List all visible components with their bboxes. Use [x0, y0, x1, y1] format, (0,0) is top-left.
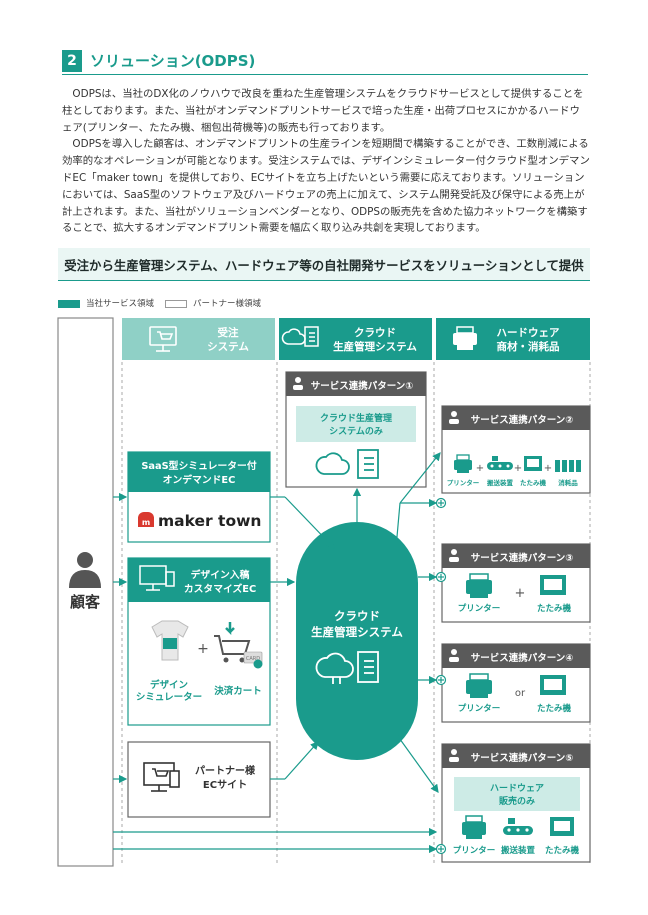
- conveyor-icon-p2: [487, 456, 513, 470]
- banner-text: 受注から生産管理システム、ハードウェア等の自社開発サービスをソリューションとして…: [64, 258, 584, 273]
- printer-icon-p3: [466, 573, 492, 598]
- svg-text:+: +: [544, 463, 552, 474]
- cart-icon: CARD: [214, 622, 263, 669]
- monitor-cart-icon-design: [139, 565, 175, 591]
- printer-icon-p4: [466, 673, 492, 698]
- maker-town-logo-text: maker town: [158, 512, 261, 530]
- printer-icon-p2: [454, 454, 472, 473]
- folding-machine-icon-p4: [540, 675, 566, 695]
- monitor-cart-icon-partner: [143, 762, 180, 792]
- column-order-header: [122, 318, 275, 360]
- printer-icon-p5: [462, 815, 486, 839]
- svg-text:+: +: [514, 463, 522, 474]
- folding-machine-icon-p5: [550, 817, 574, 836]
- hw-header-line1: ハードウェア: [497, 327, 560, 339]
- legend-partner-label: パートナー様領域: [193, 299, 262, 309]
- order-header-line2: システム: [207, 341, 249, 353]
- cloud-checklist-icon-center: [315, 651, 379, 684]
- pattern4-folder: たたみ機: [537, 703, 572, 714]
- section-heading: 2 ソリューション(ODPS): [62, 50, 588, 75]
- person-icon-p4: [449, 649, 459, 662]
- person-icon-p2: [449, 411, 459, 424]
- cloud-checklist-icon: [281, 326, 319, 347]
- legend-own-swatch: [58, 299, 80, 308]
- person-icon-p5: [449, 749, 459, 762]
- folding-machine-icon-p3: [540, 575, 566, 595]
- column-cloud-header: [279, 318, 432, 360]
- design-cart-label: 決済カート: [214, 685, 262, 697]
- customer-label: 顧客: [70, 593, 101, 611]
- partner-ec-box: [127, 741, 271, 818]
- person-icon-p1: [293, 377, 303, 390]
- svg-text:+: +: [515, 586, 526, 601]
- hw-header-line2: 商材・消耗品: [497, 340, 560, 353]
- pattern3-folder: たたみ機: [537, 603, 572, 614]
- pattern5-printer: プリンター: [453, 845, 496, 856]
- legend-partner-swatch: [165, 299, 187, 308]
- design-sim-line1: デザイン: [150, 679, 188, 691]
- diagram-banner: 受注から生産管理システム、ハードウェア等の自社開発サービスをソリューションとして…: [58, 248, 590, 281]
- tshirt-icon: [151, 620, 189, 661]
- pattern5-sub-box: [454, 777, 580, 811]
- partner-ec-line2: ECサイト: [203, 779, 247, 791]
- design-title-line1: デザイン入稿: [191, 568, 250, 581]
- folding-machine-icon-p2: [524, 456, 542, 471]
- svg-text:+: +: [197, 641, 209, 657]
- pattern5-title: サービス連携パターン⑤: [471, 752, 574, 764]
- cloud-header-line2: 生産管理システム: [333, 340, 417, 353]
- svg-text:+: +: [476, 463, 484, 474]
- legend-own-label: 当社サービス領域: [86, 299, 155, 309]
- paragraph-1: ODPSは、当社のDX化のノウハウで改良を重ねた生産管理システムをクラウドサービ…: [62, 88, 584, 134]
- pattern4-or: or: [515, 688, 526, 699]
- saas-title-line1: SaaS型シミュレーター付: [141, 459, 257, 472]
- legend-own: 当社サービス領域: [58, 297, 154, 309]
- pattern4-printer: プリンター: [458, 703, 501, 714]
- pattern1-title: サービス連携パターン①: [311, 380, 414, 392]
- design-title-line2: カスタマイズEC: [184, 582, 256, 595]
- svg-text:m: m: [142, 518, 150, 527]
- customer-box: [57, 317, 114, 867]
- person-icon: [69, 552, 101, 588]
- center-cloud-system: [296, 522, 418, 760]
- card-label: CARD: [246, 656, 260, 662]
- pattern2-consumables: 消耗品: [558, 478, 578, 487]
- order-header-line1: 受注: [218, 326, 239, 339]
- pattern1-sub-box: [296, 406, 416, 442]
- pattern2-folder: たたみ機: [520, 478, 547, 487]
- cloud-header-line1: クラウド: [354, 327, 396, 339]
- saas-title-line2: オンデマンドEC: [163, 473, 236, 486]
- design-sim-line2: シミュレーター: [136, 691, 202, 703]
- printer-icon: [453, 326, 477, 350]
- center-line2: 生産管理システム: [311, 625, 403, 639]
- pattern2-title: サービス連携パターン②: [471, 414, 574, 426]
- consumables-icon-p2: [555, 460, 581, 472]
- monitor-cart-icon: [149, 326, 177, 352]
- legend-partner: パートナー様領域: [165, 297, 261, 309]
- pattern5-sub-line2: 販売のみ: [499, 795, 535, 807]
- section-title: ソリューション(ODPS): [90, 52, 256, 70]
- pattern2-conveyor: 搬送装置: [487, 478, 514, 487]
- section-number: 2: [62, 50, 82, 72]
- pattern3-title: サービス連携パターン③: [471, 552, 574, 564]
- body-text: ODPSは、当社のDX化のノウハウで改良を重ねた生産管理システムをクラウドサービ…: [62, 86, 590, 237]
- connector-lines: [113, 452, 441, 854]
- person-icon-p3: [449, 549, 459, 562]
- pattern5-conveyor: 搬送装置: [501, 845, 536, 856]
- paragraph-2: ODPSを導入した顧客は、オンデマンドプリントの生産ラインを短期間で構築すること…: [62, 138, 590, 235]
- pattern4-title: サービス連携パターン④: [471, 652, 574, 664]
- pattern3-printer: プリンター: [458, 603, 501, 614]
- maker-town-logo-icon: m: [138, 512, 154, 527]
- cloud-checklist-icon-p1: [315, 449, 379, 479]
- partner-ec-line1: パートナー様: [195, 764, 256, 777]
- pattern5-sub-line1: ハードウェア: [490, 783, 544, 794]
- pattern1-sub-line1: クラウド生産管理: [320, 412, 392, 424]
- center-line1: クラウド: [334, 609, 380, 623]
- pattern5-folder: たたみ機: [545, 845, 580, 856]
- conveyor-icon-p5: [503, 818, 533, 835]
- pattern1-sub-line2: システムのみ: [329, 426, 383, 437]
- pattern2-printer: プリンター: [447, 478, 480, 487]
